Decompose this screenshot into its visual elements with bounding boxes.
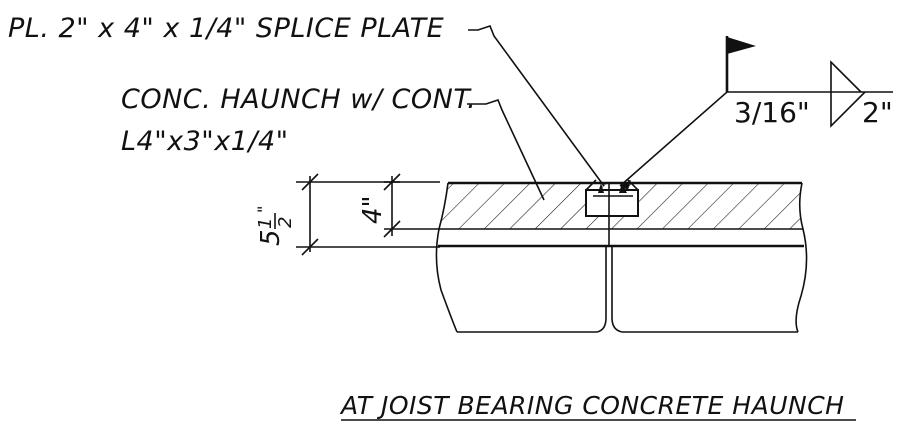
dim-overall-den: 2: [275, 217, 296, 228]
field-weld-flag-icon: [727, 37, 756, 54]
weld-symbol: 3/16" 2": [619, 36, 893, 190]
dim-overall-mark: ": [254, 206, 273, 213]
haunch-label-line2: L4"x3"x1/4": [121, 126, 289, 157]
haunch-leader: [467, 99, 545, 201]
dim-overall-whole: 5: [256, 229, 286, 246]
haunch-label-line1: CONC. HAUNCH w/ CONT.: [121, 84, 476, 115]
dimension-overall: 5 1 2 ": [254, 173, 440, 256]
dim-haunch-text: 4": [358, 195, 388, 224]
weld-size-text: 3/16": [734, 96, 810, 129]
detail-title: AT JOIST BEARING CONCRETE HAUNCH: [339, 391, 856, 421]
splice-plate: [585, 179, 639, 246]
detail-title-text: AT JOIST BEARING CONCRETE HAUNCH: [339, 391, 844, 420]
splice-plate-label: PL. 2" x 4" x 1/4" SPLICE PLATE: [8, 13, 444, 44]
dimension-haunch: 4": [358, 173, 440, 238]
splice-plate-leader: [468, 25, 605, 187]
weld-length-text: 2": [862, 96, 893, 129]
dim-overall-num: 1: [255, 218, 276, 229]
